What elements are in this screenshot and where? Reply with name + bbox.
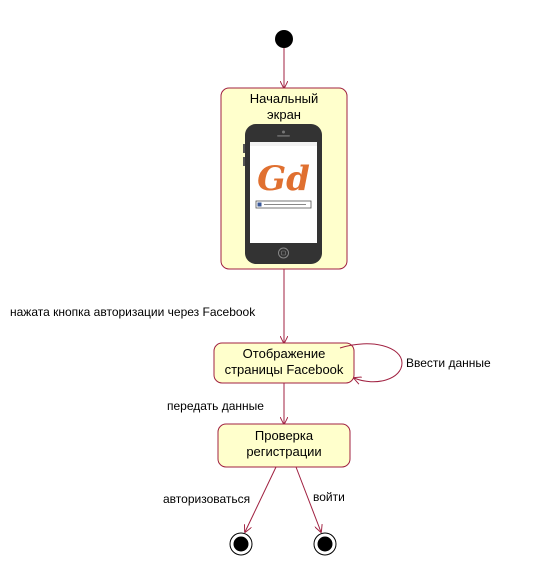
edge-label-to-end-left: авторизоваться	[163, 492, 250, 506]
edge-label-to-facebook: нажата кнопка авторизации через Facebook	[10, 305, 256, 319]
phone-status-bar	[250, 142, 317, 146]
state-registration-check-label-line1: Проверка	[255, 428, 314, 443]
initial-node	[275, 30, 293, 48]
edge-check-to-end-left	[245, 466, 277, 532]
edge-label-to-check: передать данные	[167, 399, 264, 413]
phone-image: Gd	[243, 124, 322, 264]
edge-label-to-end-right: войти	[313, 490, 345, 504]
app-logo: Gd	[257, 159, 310, 199]
phone-side-button-2	[243, 157, 245, 166]
state-start-screen: Начальный экран Gd	[220, 87, 348, 270]
phone-home-button	[278, 247, 289, 259]
login-button-icon	[257, 202, 262, 207]
final-node-right-core	[317, 536, 333, 552]
phone-screen	[250, 142, 317, 243]
state-start-screen-label-line2: экран	[267, 107, 301, 122]
state-facebook-page-label-line2: страницы Facebook	[225, 362, 344, 377]
edge-self-loop	[339, 343, 403, 382]
phone-camera	[282, 130, 285, 134]
state-registration-check: Проверка регистрации	[217, 423, 351, 468]
phone-side-button	[243, 144, 245, 153]
edge-check-to-end-right	[295, 466, 321, 532]
state-registration-check-label-line2: регистрации	[246, 444, 321, 459]
edge-label-self-loop: Ввести данные	[406, 356, 491, 370]
state-start-screen-label-line1: Начальный	[250, 91, 318, 106]
final-node-left-core	[233, 536, 249, 552]
phone-speaker	[277, 135, 290, 137]
final-node-left	[229, 532, 253, 556]
state-facebook-page-label-line1: Отображение	[243, 346, 326, 361]
final-node-right	[313, 532, 337, 556]
state-facebook-page: Отображение страницы Facebook	[213, 342, 355, 384]
state-registration-check-box	[217, 423, 351, 468]
phone-home-button-square	[281, 250, 286, 256]
